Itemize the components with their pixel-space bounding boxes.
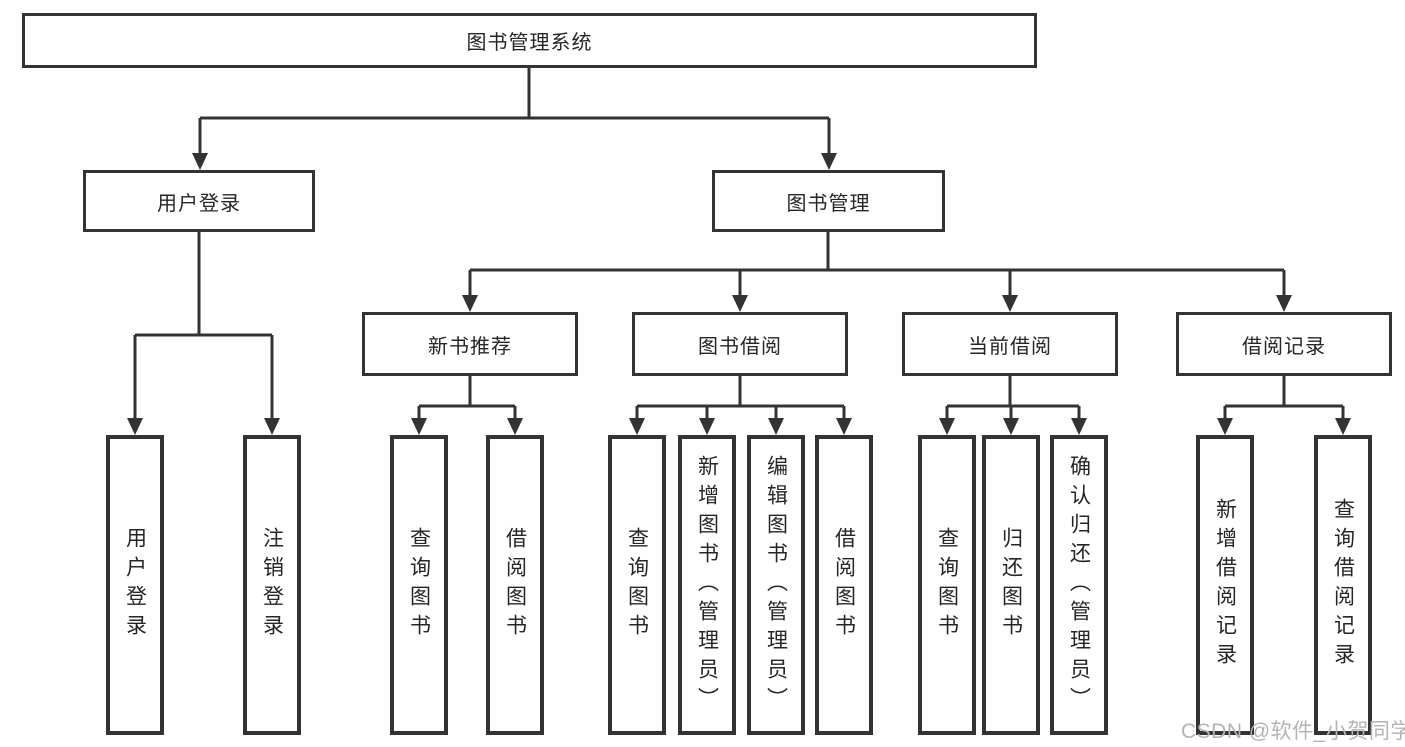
node-user-login-branch-label: 用户登录	[157, 192, 241, 215]
arrow-down-icon	[1335, 418, 1351, 435]
arrow-down-icon	[939, 418, 955, 435]
node-book-management-branch-label: 图书管理	[786, 192, 871, 215]
csdn-watermark: CSDN @软件_小贺同学	[1181, 720, 1405, 743]
node-borrow-books-recommend: 借阅图书	[486, 435, 544, 735]
node-new-book-recommend: 新书推荐	[362, 312, 578, 376]
node-current-borrowing-label: 当前借阅	[968, 335, 1052, 358]
node-confirm-return-admin-label: 确认归还（管理员）	[1067, 454, 1091, 716]
node-user-login-branch: 用户登录	[83, 170, 315, 232]
connector-book-borrowing-to-leaves	[629, 376, 852, 435]
node-query-borrow-record-label: 查询借阅记录	[1331, 498, 1355, 672]
node-current-borrowing: 当前借阅	[902, 312, 1118, 376]
arrow-down-icon	[1276, 295, 1292, 312]
node-add-borrow-record-label: 新增借阅记录	[1213, 498, 1237, 672]
node-edit-books-admin-label: 编辑图书（管理员）	[764, 454, 788, 716]
arrow-down-icon	[507, 418, 523, 435]
node-user-login-leaf: 用户登录	[106, 435, 164, 735]
connector-new-book-recommend-to-leaves	[411, 376, 523, 435]
node-return-books-label: 归还图书	[999, 527, 1023, 643]
node-borrow-books-leaf: 借阅图书	[815, 435, 873, 735]
node-query-books-borrowing-label: 查询图书	[625, 527, 649, 643]
connector-user-login-to-leaves	[127, 232, 280, 435]
node-root: 图书管理系统	[22, 13, 1037, 68]
node-logout-leaf: 注销登录	[243, 435, 301, 735]
node-add-borrow-record: 新增借阅记录	[1196, 435, 1254, 735]
node-add-books-admin-label: 新增图书（管理员）	[695, 454, 719, 716]
arrow-down-icon	[629, 418, 645, 435]
arrow-down-icon	[127, 418, 143, 435]
arrow-down-icon	[462, 295, 478, 312]
arrow-down-icon	[192, 153, 208, 170]
arrow-down-icon	[821, 153, 837, 170]
node-borrow-books-leaf-label: 借阅图书	[832, 527, 856, 643]
connector-current-borrowing-to-leaves	[939, 376, 1087, 435]
arrow-down-icon	[768, 418, 784, 435]
connector-book-management-to-level3	[462, 232, 1292, 312]
node-book-borrowing: 图书借阅	[632, 312, 848, 376]
arrow-down-icon	[1003, 418, 1019, 435]
node-logout-leaf-label: 注销登录	[260, 527, 284, 643]
node-query-borrow-record: 查询借阅记录	[1314, 435, 1372, 735]
connector-borrow-records-to-leaves	[1217, 376, 1351, 435]
node-query-books-recommend-label: 查询图书	[407, 527, 431, 643]
node-root-label: 图书管理系统	[466, 32, 593, 54]
node-return-books: 归还图书	[982, 435, 1040, 735]
arrow-down-icon	[1217, 418, 1233, 435]
node-query-books-current-label: 查询图书	[935, 527, 959, 643]
node-edit-books-admin: 编辑图书（管理员）	[747, 435, 805, 735]
node-add-books-admin: 新增图书（管理员）	[678, 435, 736, 735]
node-query-books-current: 查询图书	[918, 435, 976, 735]
node-confirm-return-admin: 确认归还（管理员）	[1050, 435, 1108, 735]
node-borrow-records: 借阅记录	[1176, 312, 1392, 376]
arrow-down-icon	[264, 418, 280, 435]
arrow-down-icon	[1071, 418, 1087, 435]
node-query-books-recommend: 查询图书	[390, 435, 448, 735]
node-user-login-leaf-label: 用户登录	[123, 527, 147, 643]
arrow-down-icon	[836, 418, 852, 435]
node-new-book-recommend-label: 新书推荐	[428, 335, 512, 358]
arrow-down-icon	[1002, 295, 1018, 312]
node-book-borrowing-label: 图书借阅	[698, 335, 782, 358]
arrow-down-icon	[732, 295, 748, 312]
node-borrow-books-recommend-label: 借阅图书	[503, 527, 527, 643]
arrow-down-icon	[699, 418, 715, 435]
node-query-books-borrowing: 查询图书	[608, 435, 666, 735]
node-book-management-branch: 图书管理	[712, 170, 945, 232]
connector-root-to-level2	[192, 68, 837, 170]
node-borrow-records-label: 借阅记录	[1242, 335, 1326, 358]
arrow-down-icon	[411, 418, 427, 435]
